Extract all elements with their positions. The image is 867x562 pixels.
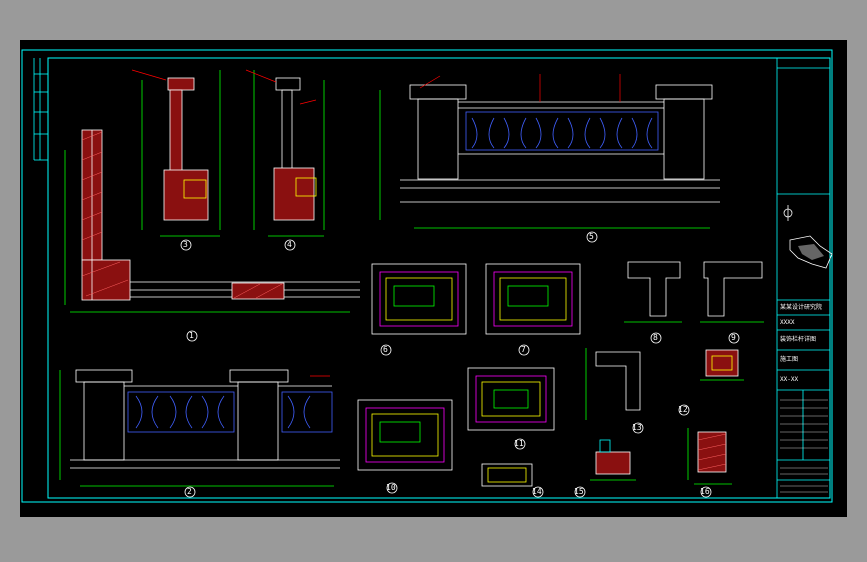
cad-drawing-sheet[interactable]: 3 4 1 2 5 6 7 8 9 10 11 12 13 14 15 16 某…	[20, 40, 847, 517]
detail-label-8: 8	[653, 333, 658, 342]
detail-label-7: 7	[521, 345, 526, 354]
detail-5-elevation	[379, 84, 720, 229]
detail-11-plan	[467, 367, 555, 431]
compass-symbol	[783, 205, 793, 221]
detail-13-corner	[585, 348, 641, 420]
detail-1-plan	[64, 129, 360, 313]
detail-16-section	[687, 428, 732, 485]
leader-lines	[131, 69, 621, 377]
detail-12-section	[700, 349, 744, 381]
detail-15-section	[590, 439, 636, 481]
detail-label-1: 1	[189, 331, 194, 340]
detail-5-balusters	[471, 117, 653, 149]
title-block-line3: 装饰栏杆详图	[780, 336, 817, 343]
title-block-line2: XXXX	[780, 319, 795, 326]
cad-drawing-canvas	[21, 49, 833, 503]
title-block-line4: 施工图	[780, 356, 799, 363]
title-block-line5: XX-XX	[780, 376, 799, 383]
detail-14-plan	[481, 463, 533, 487]
detail-label-10: 10	[386, 483, 396, 492]
detail-label-16: 16	[700, 487, 710, 496]
detail-label-4: 4	[287, 240, 292, 249]
detail-markers	[180, 231, 740, 498]
binding-strip	[33, 58, 49, 161]
sheet-border-inner	[47, 57, 831, 499]
detail-2-balusters	[135, 395, 311, 429]
detail-10-plan	[357, 399, 453, 471]
detail-3-section	[141, 70, 221, 237]
detail-label-9: 9	[731, 333, 736, 342]
detail-label-6: 6	[383, 345, 388, 354]
detail-label-11: 11	[514, 439, 524, 448]
site-key-plan	[789, 235, 833, 269]
detail-label-2: 2	[187, 487, 192, 496]
detail-16-hatch	[697, 433, 727, 471]
title-block-rows	[780, 399, 828, 493]
sheet-border-outer	[21, 49, 833, 503]
detail-label-15: 15	[574, 487, 584, 496]
detail-1-hatch	[81, 131, 283, 299]
detail-9-corner	[700, 261, 764, 323]
detail-2-elevation	[59, 369, 340, 487]
detail-label-12: 12	[678, 405, 688, 414]
detail-label-13: 13	[632, 423, 642, 432]
detail-7-plan	[485, 263, 581, 335]
detail-label-3: 3	[183, 240, 188, 249]
detail-4-section	[253, 70, 325, 237]
detail-8-corner	[624, 261, 682, 323]
detail-label-14: 14	[532, 487, 542, 496]
detail-6-plan	[371, 263, 467, 335]
title-block-line1: 某某设计研究院	[780, 304, 823, 311]
detail-label-5: 5	[589, 232, 594, 241]
title-block	[776, 58, 830, 498]
